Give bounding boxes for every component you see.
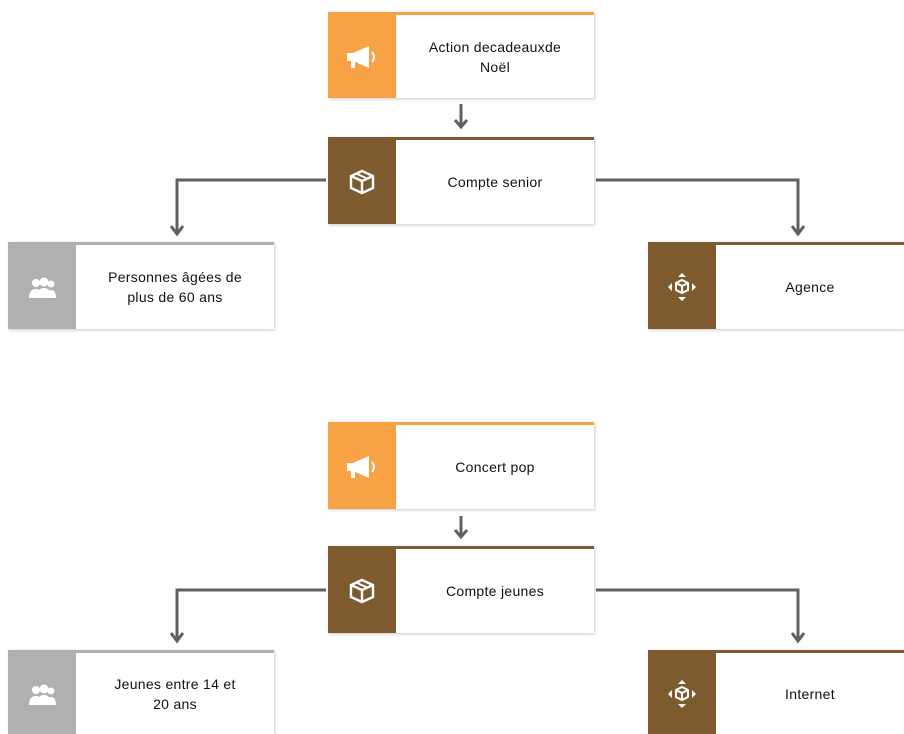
node-action-noel[interactable]: Action decadeauxde Noël (328, 12, 594, 98)
node-label: Personnes âgées de plus de 60 ans (108, 269, 242, 305)
node-agence[interactable]: Agence (648, 242, 904, 329)
megaphone-icon (328, 425, 396, 509)
distribution-icon (648, 245, 716, 329)
people-icon (8, 653, 76, 734)
node-compte-jeunes[interactable]: Compte jeunes (328, 546, 594, 633)
node-label: Agence (785, 279, 835, 295)
box-icon (328, 140, 396, 224)
edge-compte-senior-to-agence (596, 178, 800, 234)
node-compte-senior[interactable]: Compte senior (328, 137, 594, 224)
edge-compte-jeunes-to-jeunes (175, 588, 326, 641)
node-concert-pop[interactable]: Concert pop (328, 422, 594, 509)
box-icon (328, 549, 396, 633)
node-personnes-agees[interactable]: Personnes âgées de plus de 60 ans (8, 242, 274, 329)
node-label: Concert pop (455, 459, 535, 475)
node-label: Internet (785, 685, 835, 702)
node-label: Action decadeauxde Noël (428, 38, 562, 75)
megaphone-icon (328, 15, 396, 98)
node-label: Compte senior (447, 174, 543, 190)
node-label: Compte jeunes (445, 583, 545, 599)
edge-compte-jeunes-to-internet (596, 588, 800, 641)
node-jeunes[interactable]: Jeunes entre 14 et 20 ans (8, 650, 274, 734)
node-label: Jeunes entre 14 et 20 ans (114, 675, 236, 712)
edge-compte-senior-to-personnes-agees (175, 178, 326, 234)
people-icon (8, 245, 76, 329)
distribution-icon (648, 653, 716, 734)
node-internet[interactable]: Internet (648, 650, 904, 734)
